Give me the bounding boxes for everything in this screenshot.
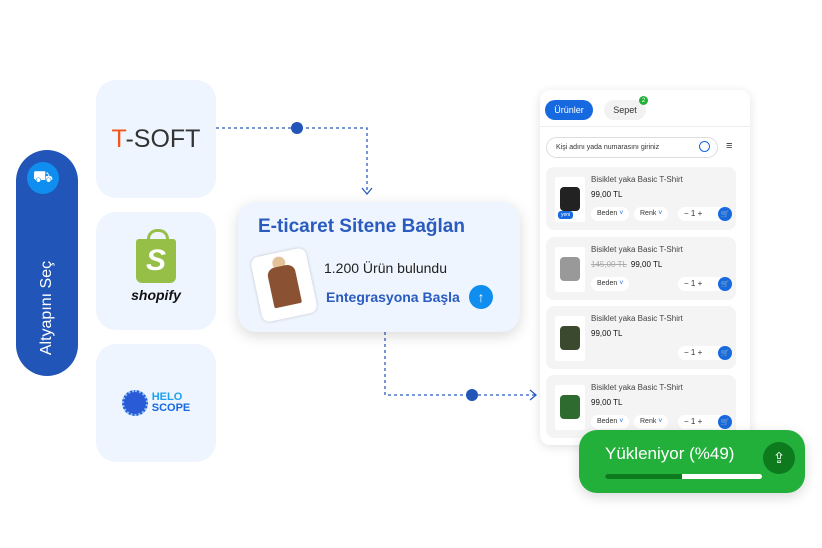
products-found-text: 1.200 Ürün bulundu (324, 260, 447, 276)
add-to-cart-icon[interactable]: 🛒 (718, 346, 732, 360)
arrow-up-icon[interactable]: ↑ (469, 285, 493, 309)
connect-card: E-ticaret Sitene Bağlan 1.200 Ürün bulun… (238, 202, 520, 332)
product-photo (249, 246, 319, 324)
product-thumbnail (555, 316, 585, 361)
size-select[interactable]: Beden (591, 277, 630, 291)
product-name: Bisiklet yaka Basic T-Shirt (591, 383, 683, 392)
upload-progress-toast: Yükleniyor (%49) ⇪ (579, 430, 805, 493)
heloscope-icon (121, 390, 148, 416)
product-card: yeni Bisiklet yaka Basic T-Shirt 99,00 T… (546, 167, 736, 230)
product-price: 99,00 TL (591, 190, 623, 199)
shopify-bag-icon: S (136, 229, 176, 283)
color-select[interactable]: Renk (634, 415, 669, 429)
product-thumbnail (555, 247, 585, 292)
shopify-logo: shopify (131, 287, 181, 303)
platform-select-panel: ⛟ Altyapını Seç (16, 150, 78, 376)
upload-progress-fill (605, 474, 682, 479)
quantity-stepper[interactable]: − 1 + (678, 207, 728, 221)
product-name: Bisiklet yaka Basic T-Shirt (591, 314, 683, 323)
add-to-cart-icon[interactable]: 🛒 (718, 415, 732, 429)
connect-title: E-ticaret Sitene Bağlan (258, 216, 465, 237)
product-price: 99,00 TL (591, 398, 623, 407)
cart-setup-icon: ⛟ (27, 162, 59, 194)
cart-count-badge: 2 (639, 96, 648, 105)
product-price: 99,00 TL (591, 329, 623, 338)
product-name: Bisiklet yaka Basic T-Shirt (591, 245, 683, 254)
upload-icon: ⇪ (763, 442, 795, 474)
start-integration-link[interactable]: Entegrasyona Başla (326, 289, 460, 305)
new-badge: yeni (558, 211, 574, 219)
quantity-stepper[interactable]: − 1 + (678, 346, 728, 360)
quantity-stepper[interactable]: − 1 + (678, 277, 728, 291)
product-card: Bisiklet yaka Basic T-Shirt 99,00 TL Bed… (546, 375, 736, 438)
platform-card-shopify[interactable]: S shopify (96, 212, 216, 330)
size-select[interactable]: Beden (591, 207, 630, 221)
platform-card-tsoft[interactable]: T-SOFT (96, 80, 216, 198)
search-input[interactable]: Kişi adını yada numarasını giriniz (546, 137, 718, 158)
search-icon[interactable] (699, 141, 710, 152)
filter-icon[interactable]: ≡ (726, 140, 733, 152)
divider (540, 126, 750, 127)
add-to-cart-icon[interactable]: 🛒 (718, 207, 732, 221)
quantity-stepper[interactable]: − 1 + (678, 415, 728, 429)
upload-progress-bar (605, 474, 762, 479)
product-name: Bisiklet yaka Basic T-Shirt (591, 175, 683, 184)
tsoft-logo: T-SOFT (111, 124, 201, 153)
platform-select-label: Altyapını Seç (38, 260, 55, 356)
product-thumbnail (555, 385, 585, 430)
color-select[interactable]: Renk (634, 207, 669, 221)
product-card: Bisiklet yaka Basic T-Shirt 99,00 TL − 1… (546, 306, 736, 369)
tab-products[interactable]: Ürünler (545, 100, 593, 120)
add-to-cart-icon[interactable]: 🛒 (718, 277, 732, 291)
product-thumbnail: yeni (555, 177, 585, 222)
size-select[interactable]: Beden (591, 415, 630, 429)
upload-status-text: Yükleniyor (%49) (605, 444, 735, 463)
